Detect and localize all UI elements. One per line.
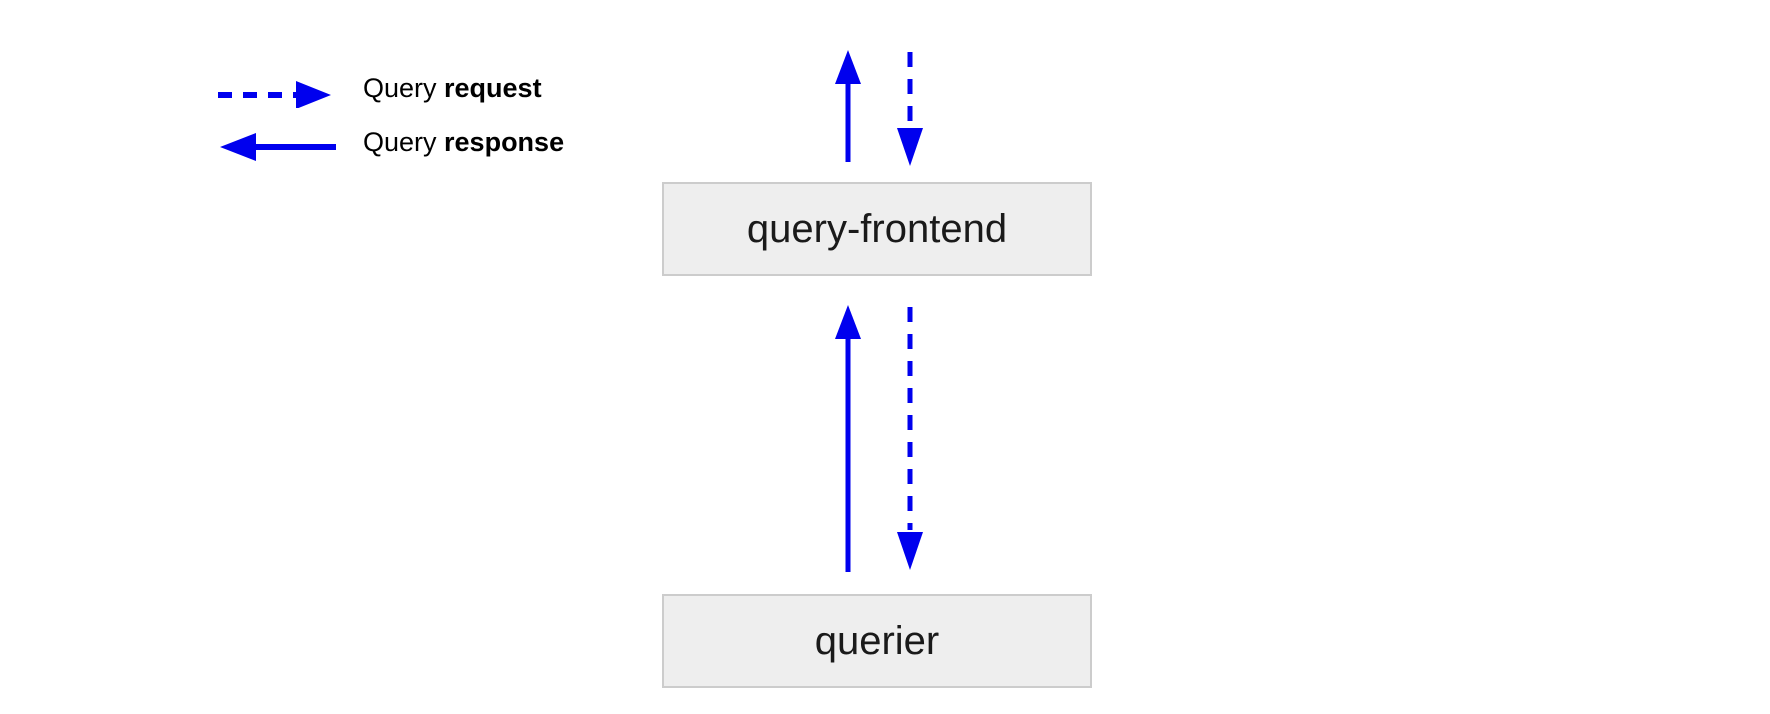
legend-label-query-request: Query request — [363, 68, 542, 108]
edge-query-frontend-to-client-response[interactable] — [835, 50, 861, 162]
legend-label-emphasis-response: response — [444, 127, 565, 157]
node-query-frontend[interactable]: query-frontend — [662, 182, 1092, 276]
legend-label-emphasis-request: request — [444, 73, 542, 103]
edge-client-to-query-frontend-request[interactable] — [897, 52, 923, 166]
legend-label-normal-response: Query — [363, 127, 445, 157]
legend-label-normal-request: Query — [363, 73, 445, 103]
legend: Query request Query response — [200, 60, 720, 170]
node-querier[interactable]: querier — [662, 594, 1092, 688]
edge-query-frontend-to-querier-request[interactable] — [897, 307, 923, 570]
node-label-query-frontend: query-frontend — [746, 207, 1008, 251]
legend-label-query-response: Query response — [363, 122, 564, 162]
legend-item-query-response[interactable]: Query response — [200, 122, 720, 162]
edge-querier-to-query-frontend-response[interactable] — [835, 305, 861, 572]
solid-arrow-left-icon — [216, 122, 338, 162]
node-label-querier: querier — [814, 619, 940, 663]
legend-item-query-request[interactable]: Query request — [200, 68, 720, 109]
dashed-arrow-right-icon — [216, 68, 336, 109]
